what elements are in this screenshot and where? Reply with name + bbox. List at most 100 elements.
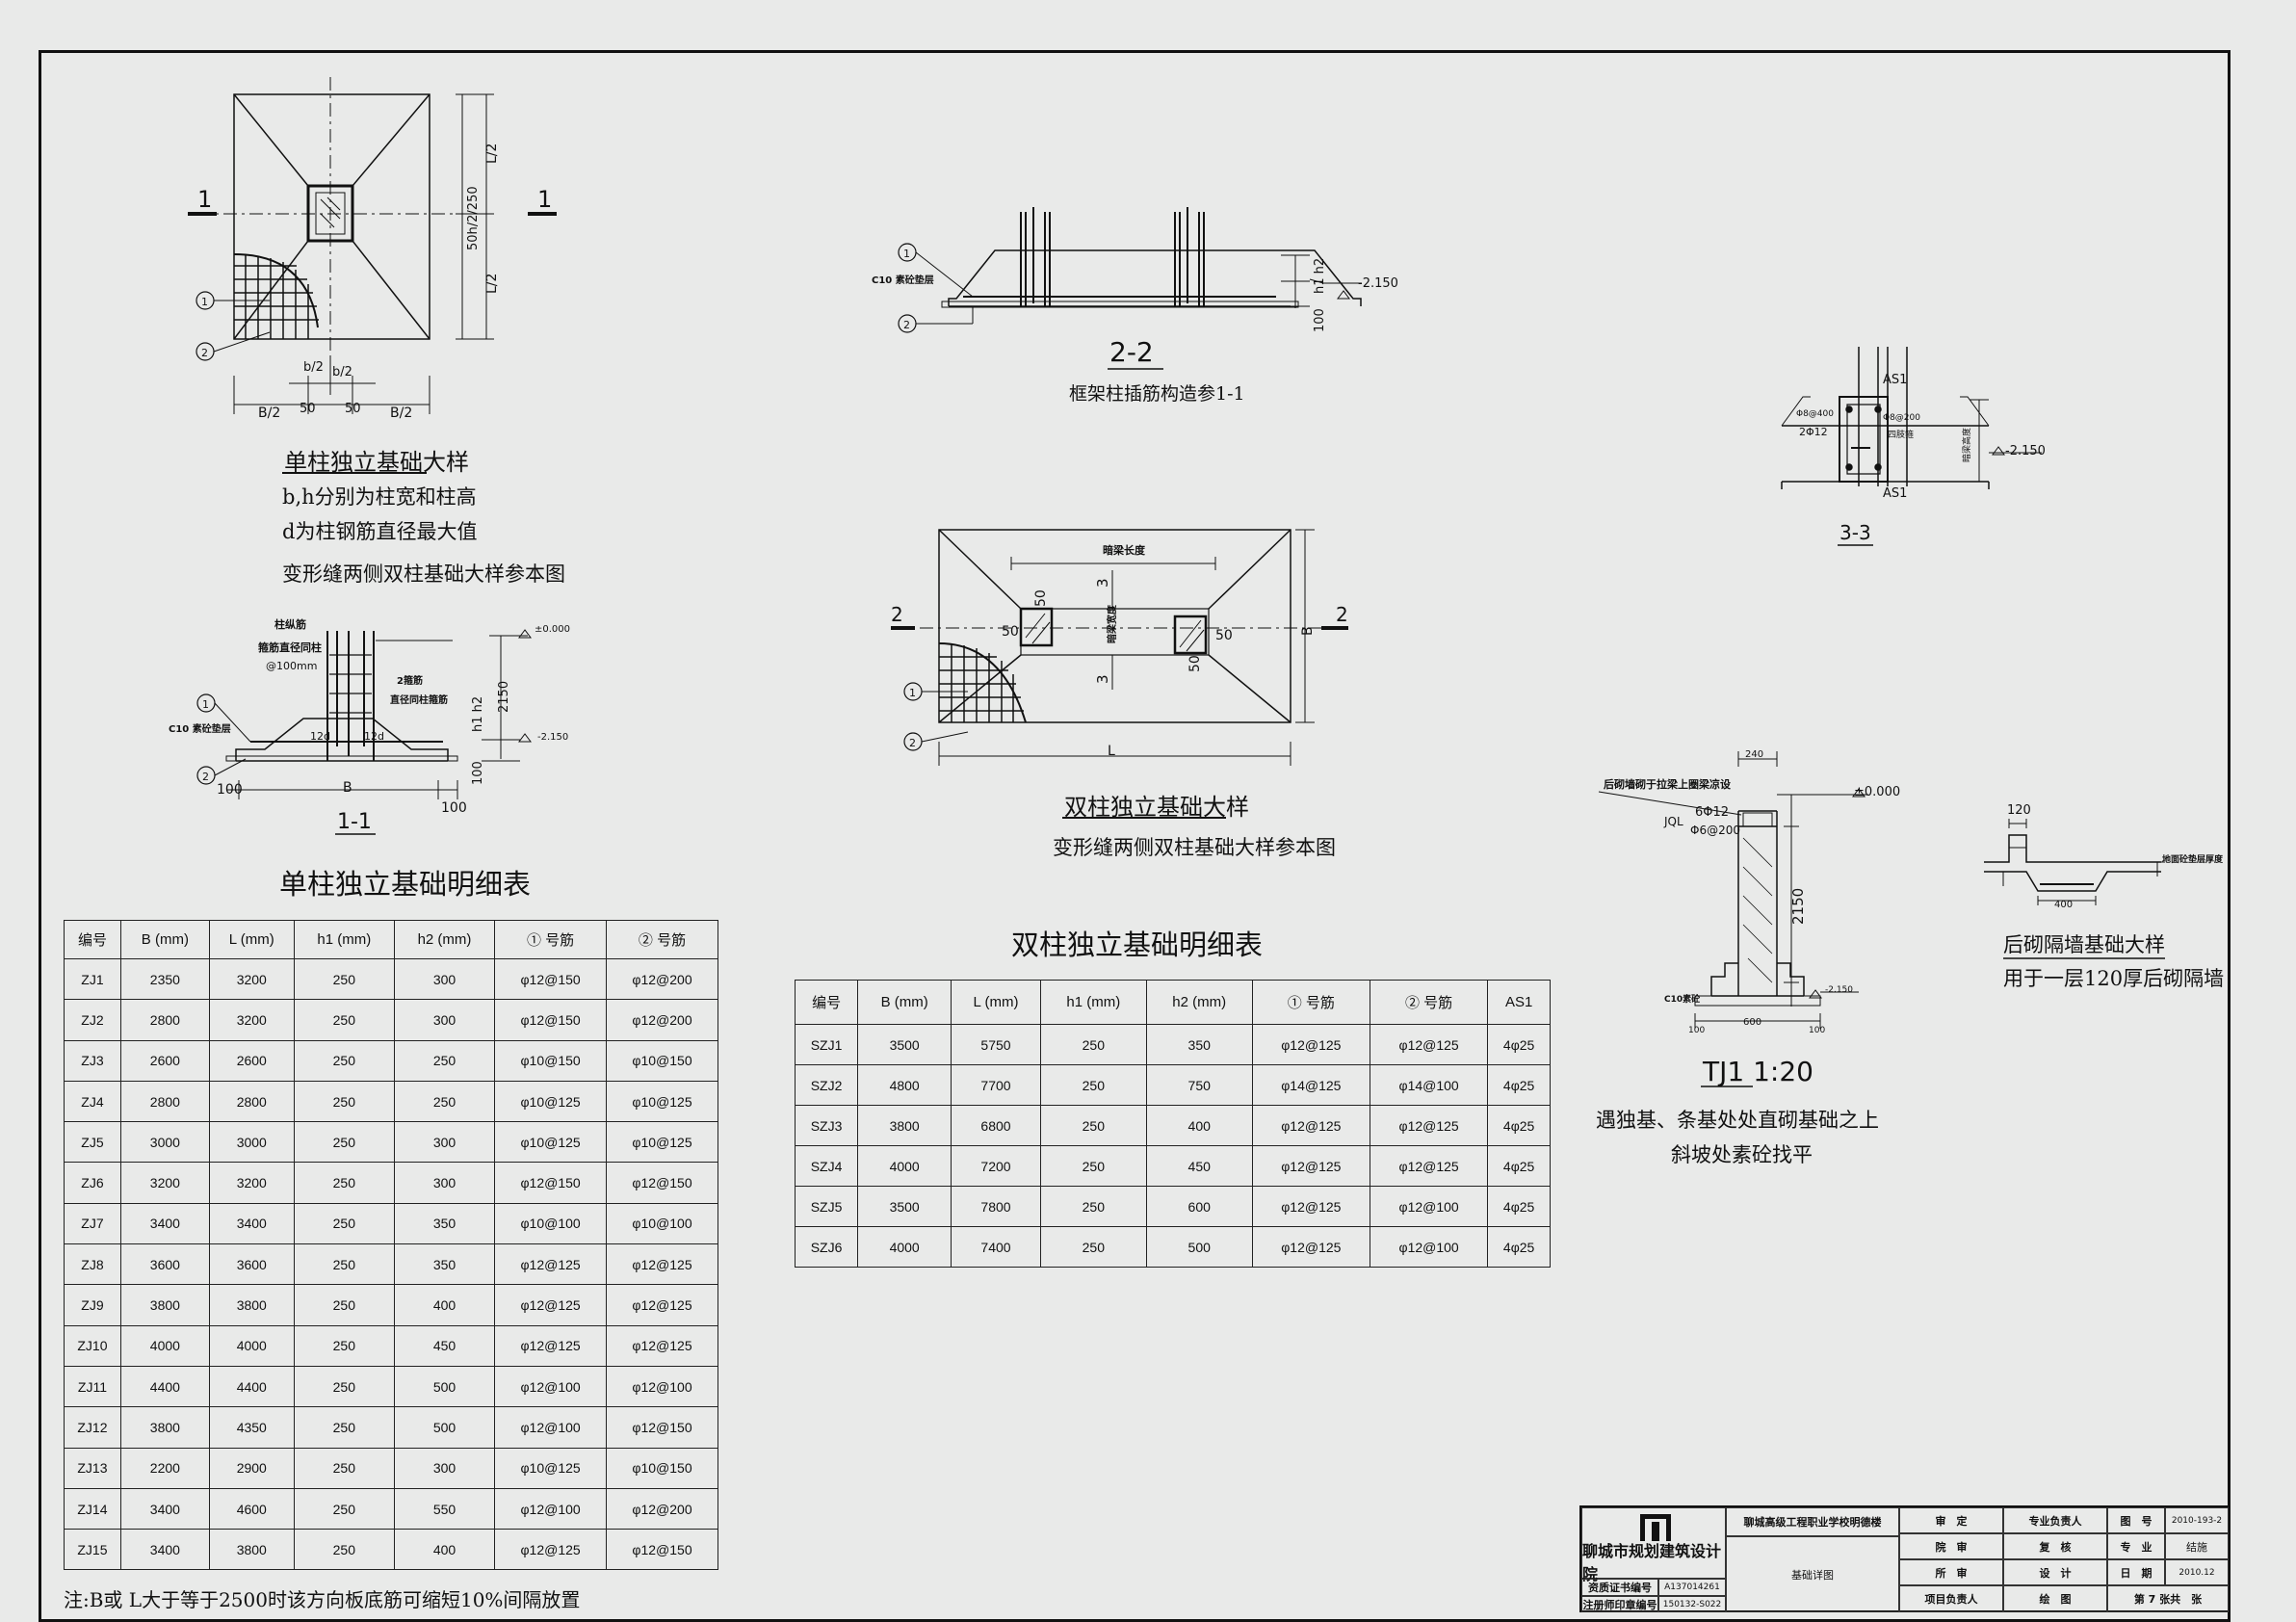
table-cell: ZJ14 — [64, 1487, 121, 1530]
table-cell: 250 — [293, 1080, 395, 1123]
stir-label: 箍筋直径同柱 — [258, 641, 322, 654]
table-cell: φ10@100 — [494, 1202, 608, 1245]
table-cell: φ10@125 — [494, 1121, 608, 1164]
table-cell: 350 — [1145, 1024, 1253, 1065]
dim-50h: 50h/2/250 — [466, 186, 481, 250]
table-header: ② 号筋 — [1369, 980, 1489, 1025]
elev-215-33: -2.150 — [2005, 444, 2046, 458]
table-cell: 4φ25 — [1487, 1024, 1551, 1065]
table-cell: φ10@150 — [606, 1039, 718, 1082]
tj-c10: C10素砼 — [1664, 993, 1701, 1005]
table-header: ① 号筋 — [1251, 980, 1370, 1025]
dim-100-11b: 100 — [441, 800, 467, 816]
section-2-2 — [898, 207, 1362, 333]
wall-note: 用于一层120厚后砌隔墙 — [2003, 967, 2224, 990]
table-cell: 250 — [293, 1529, 395, 1571]
tb-spec-label: 专 业 — [2107, 1533, 2165, 1559]
dim-b-11: B — [343, 780, 352, 796]
table-cell: 250 — [1039, 1105, 1147, 1146]
tj1-detail — [1598, 751, 1868, 1029]
elev-000-11: ±0.000 — [535, 624, 570, 635]
table-header: h2 (mm) — [1145, 980, 1253, 1025]
table-cell: 250 — [1039, 1186, 1147, 1227]
wall-title: 后砌隔墙基础大样 — [2003, 933, 2165, 956]
table-header: B (mm) — [857, 980, 952, 1025]
sec-mark-2a: 2 — [891, 603, 903, 626]
table-cell: φ12@200 — [606, 1487, 718, 1530]
table-cell: 3800 — [208, 1284, 295, 1326]
dim-50b: 50 — [345, 402, 361, 416]
table-cell: 250 — [293, 1121, 395, 1164]
institute-cell: 聊城市规划建筑设计院 — [1581, 1507, 1726, 1583]
table-cell: ZJ2 — [64, 999, 121, 1041]
table-cell: 3200 — [208, 1162, 295, 1204]
detail1-note3: 变形缝两侧双柱基础大样参本图 — [282, 562, 565, 586]
elev-000-tj: ±0.000 — [1854, 785, 1900, 799]
table-cell: ZJ5 — [64, 1121, 121, 1164]
table-cell: 250 — [1039, 1226, 1147, 1268]
table-cell: 4600 — [208, 1487, 295, 1530]
detail2-note: 变形缝两侧双柱基础大样参本图 — [1053, 836, 1336, 859]
table-cell: φ12@200 — [606, 957, 718, 1001]
project-name: 聊城高级工程职业学校明德楼 — [1726, 1507, 1899, 1536]
cert-label: 资质证书编号 — [1581, 1579, 1658, 1596]
drawing-border — [39, 50, 2231, 1622]
table-cell: 400 — [393, 1529, 496, 1571]
tb-r2b: 复 核 — [2003, 1533, 2107, 1559]
table-cell: 250 — [1039, 1145, 1147, 1187]
table-cell: 4φ25 — [1487, 1186, 1551, 1227]
table-cell: 4350 — [208, 1406, 295, 1449]
table-cell: 4φ25 — [1487, 1064, 1551, 1106]
dim-50-dp-c: 50 — [1033, 589, 1049, 607]
table-cell: SZJ5 — [794, 1186, 859, 1227]
dim-50-dp-b: 50 — [1215, 628, 1233, 643]
table-cell: 3200 — [208, 999, 295, 1041]
tj-jql: JQL — [1663, 815, 1683, 828]
detail1-title: 单柱独立基础大样 — [284, 449, 469, 476]
table-cell: 2800 — [208, 1080, 295, 1123]
svg-text:1: 1 — [909, 687, 916, 699]
as1-top: AS1 — [1883, 373, 1907, 387]
wall-top: 地面砼垫层厚度 — [2162, 853, 2224, 865]
tj1-note2: 斜坡处素砼找平 — [1671, 1143, 1813, 1166]
table-cell: ZJ12 — [64, 1406, 121, 1449]
table-cell: 2900 — [208, 1447, 295, 1489]
table-cell: 400 — [393, 1284, 496, 1326]
table-cell: φ10@150 — [606, 1447, 718, 1489]
table-cell: 3500 — [857, 1186, 952, 1227]
reg-label: 注册师印章编号 — [1581, 1596, 1658, 1612]
elev-215-22: -2.150 — [1358, 276, 1398, 291]
s33-side: 暗梁高度 — [1961, 428, 1972, 462]
sec-1-1-label: 1-1 — [337, 810, 372, 834]
table-cell: 250 — [293, 1039, 395, 1082]
dim-50a: 50 — [300, 402, 316, 416]
table-cell: 7400 — [951, 1226, 1041, 1268]
table-header: h1 (mm) — [293, 920, 395, 959]
table-cell: SZJ6 — [794, 1226, 859, 1268]
dim-l2-top: L/2 — [484, 144, 500, 164]
table-cell: ZJ13 — [64, 1447, 121, 1489]
dim-50-dp-a: 50 — [1002, 624, 1019, 640]
section-3-3 — [1781, 347, 2042, 489]
table-cell: 250 — [293, 1162, 395, 1204]
table-cell: 300 — [393, 1162, 496, 1204]
table-cell: φ12@125 — [1251, 1186, 1370, 1227]
table-cell: φ12@150 — [606, 1529, 718, 1571]
table-cell: 300 — [393, 1447, 496, 1489]
table-cell: 3200 — [119, 1162, 210, 1204]
stir2b-label: 直径同柱箍筋 — [390, 693, 448, 706]
tj-bar1: 6Φ12 — [1695, 805, 1729, 820]
single-footing-plan — [188, 77, 557, 414]
tb-r3a: 所 审 — [1899, 1559, 2003, 1585]
as1-bottom: AS1 — [1883, 486, 1907, 501]
svg-text:1: 1 — [903, 248, 910, 260]
table-header: ① 号筋 — [494, 920, 608, 959]
